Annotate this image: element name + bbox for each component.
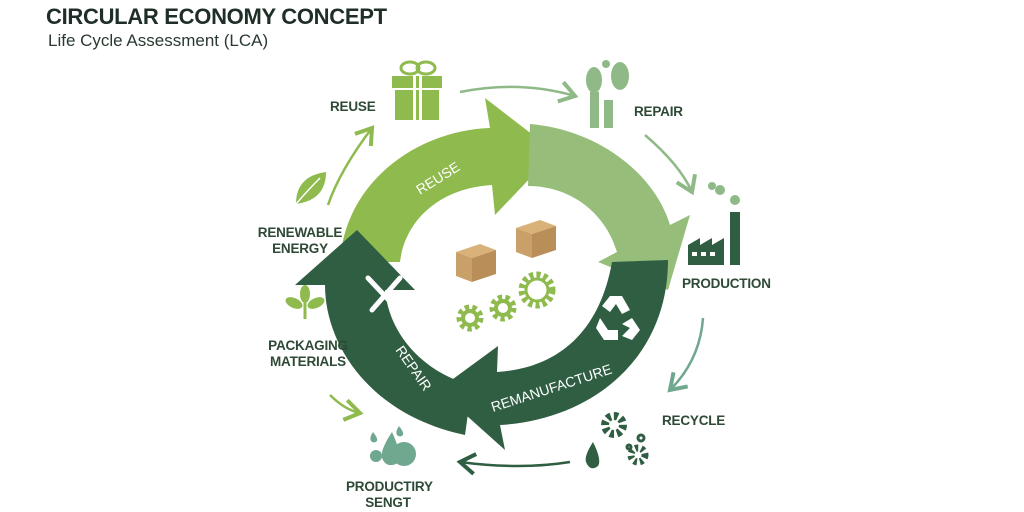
connector-reuse-to-repair — [459, 80, 579, 104]
connector-repair-to-production — [644, 134, 698, 196]
node-label-packaging-materials: PACKAGING MATERIALS — [268, 338, 348, 369]
tree-icon — [586, 60, 629, 128]
tools-icon — [365, 275, 403, 315]
diagram-subtitle: Life Cycle Assessment (LCA) — [48, 31, 269, 50]
connector-production-to-recycle — [667, 317, 705, 393]
gift-icon — [392, 60, 442, 120]
node-label-reuse: REUSE — [330, 99, 376, 114]
node-label-productiry-sengt: PRODUCTIRY SENGT — [346, 479, 433, 510]
node-label-recycle: RECYCLE — [662, 413, 726, 428]
center-gears-icon — [456, 271, 556, 332]
diagram-title: CIRCULAR ECONOMY CONCEPT — [46, 4, 387, 29]
node-label-production: PRODUCTION — [682, 276, 771, 291]
connector-renewable-to-reuse — [326, 125, 375, 206]
recycle-icon — [596, 296, 640, 340]
leaf-icon — [295, 172, 326, 205]
cycle-arrow-repair — [295, 230, 472, 435]
connector-packaging-to-productiry — [329, 394, 364, 422]
node-label-renewable-energy: RENEWABLE ENERGY — [257, 225, 343, 256]
connector-recycle-to-productiry — [456, 452, 571, 476]
cycle-arrow-reuse — [340, 98, 555, 262]
factory-icon — [688, 182, 740, 265]
sprout-icon — [285, 285, 325, 319]
box-icon-right — [516, 220, 556, 258]
cycle-arrow-pale — [528, 124, 690, 290]
oil-drop-icon — [585, 442, 600, 469]
gears-icon — [601, 412, 649, 466]
water-drops-icon — [370, 426, 416, 466]
node-label-repair: REPAIR — [634, 104, 683, 119]
box-icon-left — [456, 244, 496, 282]
